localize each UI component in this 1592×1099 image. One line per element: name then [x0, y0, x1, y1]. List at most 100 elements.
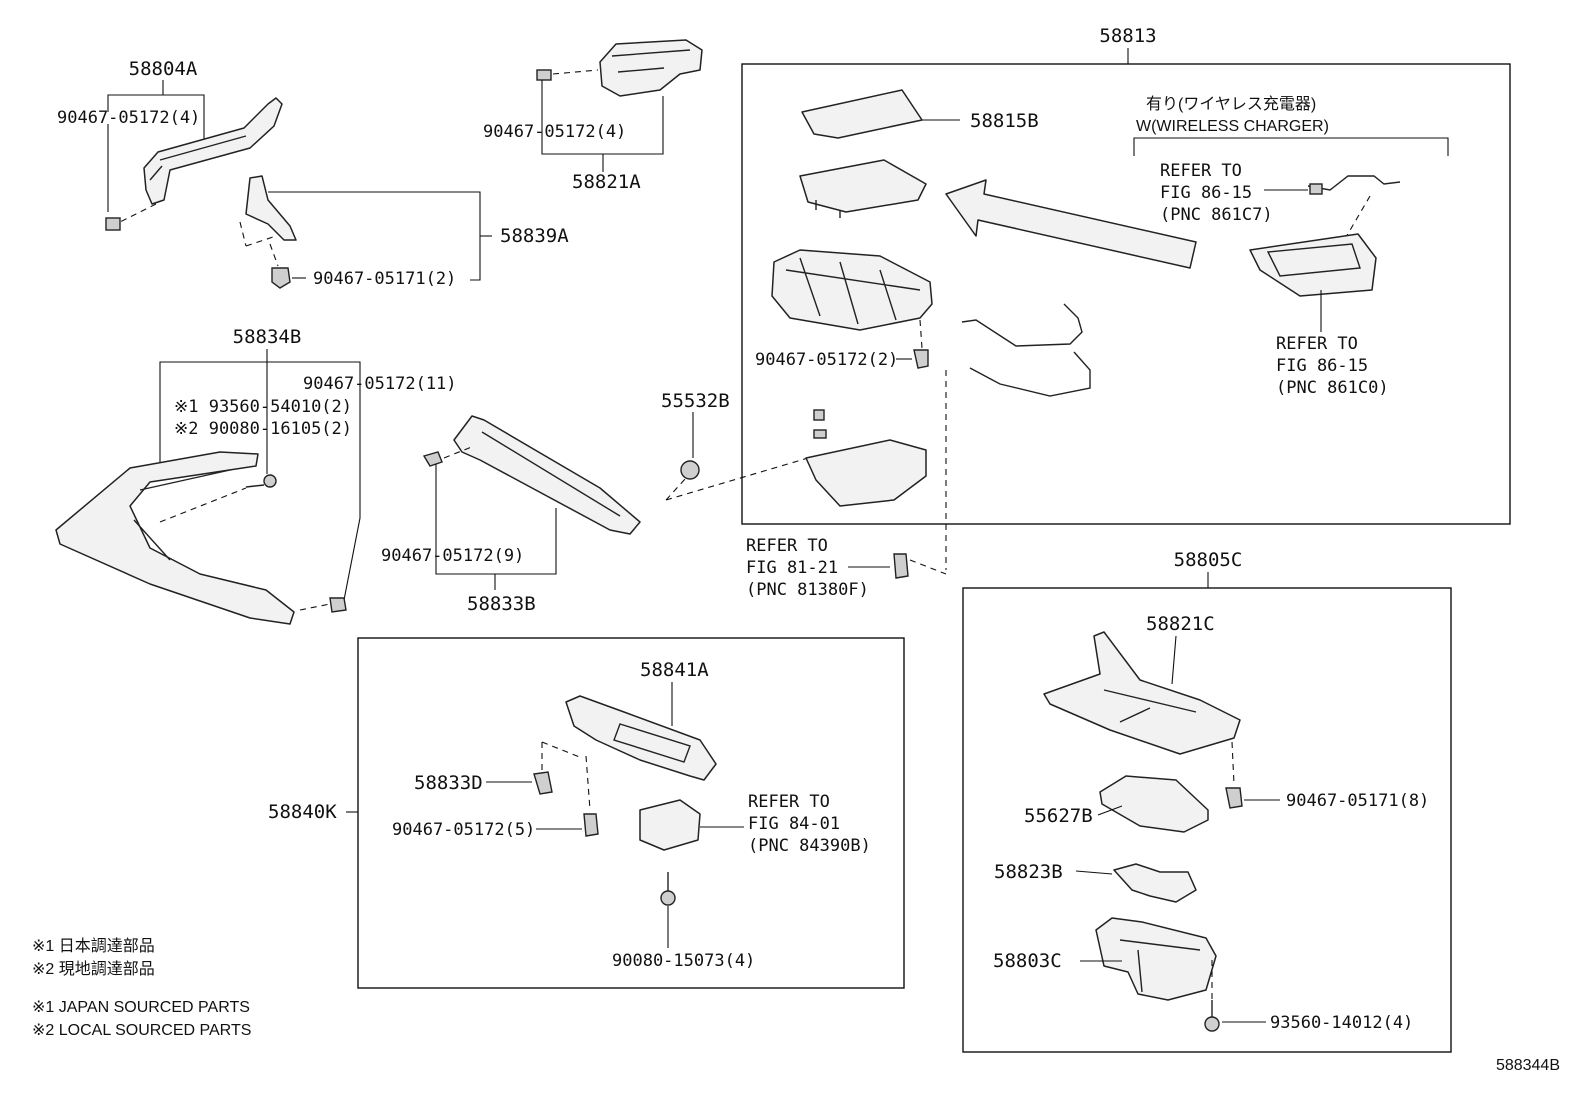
- part-58804a-group: 58804A 90467-05172(4): [57, 58, 283, 231]
- panel-58841a-shape: [565, 695, 717, 781]
- label-90467-05171-8: 90467-05171(8): [1286, 791, 1429, 811]
- label-refer3-a: REFER TO: [746, 536, 828, 556]
- connector-icon: [1309, 183, 1323, 195]
- label-58841a: 58841A: [640, 659, 709, 681]
- label-refer4-b: FIG 84-01: [748, 814, 840, 834]
- label-refer1-a: REFER TO: [1160, 161, 1242, 181]
- label-55627b: 55627B: [1024, 805, 1093, 827]
- clip-icon: [583, 813, 599, 837]
- box-58840k: [357, 637, 905, 989]
- switch-84390b-shape: [639, 799, 701, 851]
- diagram-id: 588344B: [1496, 1057, 1560, 1074]
- label-90080-16105: ※2 90080-16105(2): [174, 419, 352, 439]
- label-refer2-a: REFER TO: [1276, 334, 1358, 354]
- tray-shape: [799, 159, 927, 213]
- part-55532b-group: 55532B: [661, 390, 809, 501]
- notes: ※1 日本調達部品 ※2 現地調達部品 ※1 JAPAN SOURCED PAR…: [32, 937, 251, 1039]
- note-en2: ※2 LOCAL SOURCED PARTS: [32, 1022, 251, 1039]
- label-refer1-c: (PNC 861C7): [1160, 205, 1273, 225]
- clip-58833d-icon: [533, 771, 553, 795]
- note-jp1: ※1 日本調達部品: [32, 937, 155, 955]
- mat-58823b-shape: [1113, 863, 1197, 903]
- part-58839a-group: 58839A 90467-05171(2): [239, 175, 569, 289]
- label-58821c: 58821C: [1146, 613, 1215, 635]
- cap-icon: [680, 460, 700, 480]
- label-58804a: 58804A: [129, 58, 198, 80]
- part-58840k-group: 58840K 58841A 58833D 90467-05172(5) REFE…: [268, 637, 905, 989]
- label-58813: 58813: [1099, 25, 1156, 47]
- part-58834b-group: 58834B 90467-05172(11) ※1 93560-54010(2)…: [55, 326, 457, 625]
- panel-58821c-shape: [1043, 631, 1241, 755]
- charger-861c0-shape: [1249, 233, 1377, 297]
- label-90467-05172-11: 90467-05172(11): [303, 374, 457, 394]
- label-58805c: 58805C: [1174, 549, 1243, 571]
- lid-58815b-shape: [801, 89, 923, 139]
- part-58813-group: 58813 58815B 90467-05172(2) 有り(ワイヤレス充電器)…: [741, 25, 1511, 525]
- label-90467-05172-2: 90467-05172(2): [755, 350, 898, 370]
- clip-icon: [105, 217, 121, 231]
- label-90467-05172-4a: 90467-05172(4): [57, 108, 200, 128]
- label-58823b: 58823B: [994, 861, 1063, 883]
- clip-icon: [1225, 787, 1243, 809]
- clip-icon: [813, 429, 827, 439]
- clip-icon: [913, 349, 929, 369]
- note-en1: ※1 JAPAN SOURCED PARTS: [32, 999, 250, 1016]
- bracket-58839a-shape: [245, 175, 297, 241]
- trim-58804a-shape: [143, 97, 283, 205]
- clip-icon: [536, 69, 552, 81]
- label-58821a: 58821A: [572, 171, 641, 193]
- label-refer1-b: FIG 86-15: [1160, 183, 1252, 203]
- label-58834b: 58834B: [233, 326, 302, 348]
- box-58805c: [962, 587, 1452, 1053]
- clip-icon: [813, 409, 825, 421]
- label-90467-05172-5: 90467-05172(5): [392, 820, 535, 840]
- label-refer3-c: (PNC 81380F): [746, 580, 869, 600]
- part-58833b-group: 90467-05172(9) 58833B: [381, 415, 641, 615]
- box-58813: [741, 63, 1511, 525]
- label-90467-05172-4b: 90467-05172(4): [483, 122, 626, 142]
- label-58803c: 58803C: [993, 950, 1062, 972]
- bin-shape: [805, 439, 927, 507]
- arrow-icon: [945, 179, 1197, 269]
- wire-harness: [961, 303, 1083, 347]
- bracket-58821a-shape: [599, 39, 703, 97]
- clip-icon: [422, 451, 443, 467]
- mat-55627b-shape: [1099, 775, 1209, 833]
- label-90080-15073: 90080-15073(4): [612, 951, 755, 971]
- wire-harness: [969, 351, 1091, 397]
- refer-81-21-group: REFER TO FIG 81-21 (PNC 81380F): [746, 370, 947, 600]
- clip-icon: [271, 267, 291, 289]
- label-58839a: 58839A: [500, 225, 569, 247]
- label-90467-05172-9: 90467-05172(9): [381, 546, 524, 566]
- screw-icon: [1204, 1016, 1220, 1032]
- part-58805c-group: 58805C 58821C 90467-05171(8) 55627B 5882…: [962, 549, 1452, 1053]
- label-58815b: 58815B: [970, 110, 1039, 132]
- wire-harness: [1307, 175, 1401, 191]
- clip-icon: [329, 597, 347, 613]
- label-refer4-c: (PNC 84390B): [748, 836, 871, 856]
- label-58840k: 58840K: [268, 801, 337, 823]
- label-93560-14012: 93560-14012(4): [1270, 1013, 1413, 1033]
- screw-icon: [660, 890, 676, 906]
- label-refer2-b: FIG 86-15: [1276, 356, 1368, 376]
- label-90467-05171-2: 90467-05171(2): [313, 269, 456, 289]
- console-box-shape: [771, 249, 933, 331]
- cupholder-58803c-shape: [1095, 917, 1217, 1001]
- panel-58834b-shape: [55, 451, 295, 625]
- label-wireless-jp: 有り(ワイヤレス充電器): [1146, 95, 1316, 113]
- screw-icon: [263, 474, 277, 488]
- panel-58833b-shape: [453, 415, 641, 535]
- note-jp2: ※2 現地調達部品: [32, 960, 155, 978]
- part-58821a-group: 90467-05172(4) 58821A: [483, 39, 703, 193]
- label-wireless-en: W(WIRELESS CHARGER): [1136, 118, 1329, 135]
- label-refer2-c: (PNC 861C0): [1276, 378, 1389, 398]
- label-refer3-b: FIG 81-21: [746, 558, 838, 578]
- label-58833d: 58833D: [414, 772, 483, 794]
- label-55532b: 55532B: [661, 390, 730, 412]
- connector-icon: [893, 553, 909, 579]
- label-93560-54010: ※1 93560-54010(2): [174, 397, 352, 417]
- label-58833b: 58833B: [467, 593, 536, 615]
- label-refer4-a: REFER TO: [748, 792, 830, 812]
